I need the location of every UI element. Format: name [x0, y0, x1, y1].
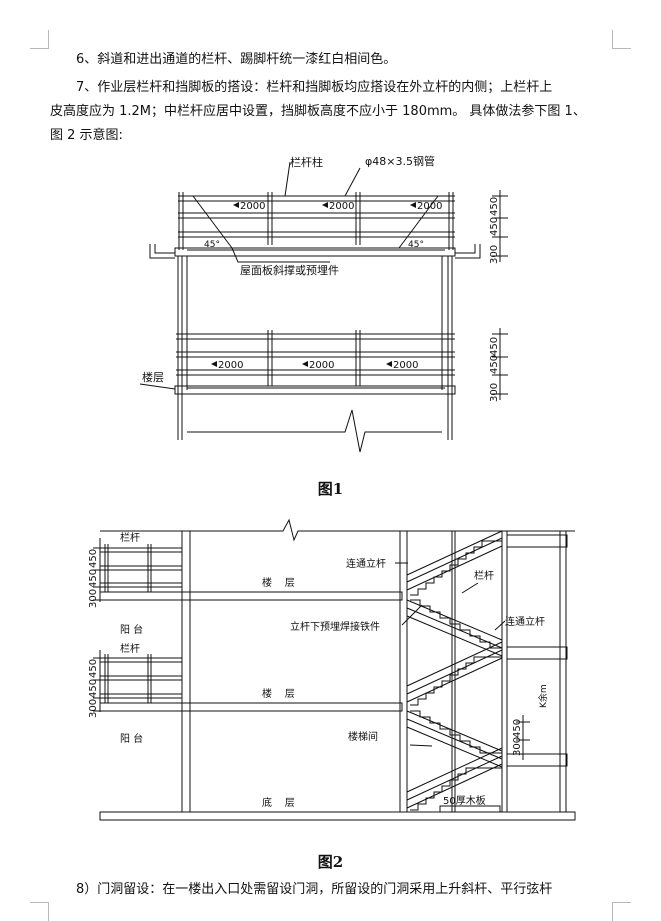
fig1-span-label: 2000: [329, 201, 354, 212]
fig2-balcony-label: 阳 台: [120, 623, 143, 636]
fig2-embed-label: 立杆下预埋焊接铁件: [290, 620, 380, 633]
fig2-board-label: 50厚木板: [443, 794, 486, 807]
figure-2-caption: 图2: [317, 853, 344, 871]
fig2-railing-label: 栏杆: [120, 531, 140, 544]
paragraph-7: 7、作业层栏杆和挡脚板的搭设：栏杆和挡脚板均应搭设在外立杆的内侧；上栏杆上 皮高…: [50, 76, 610, 148]
page-corner-mark: [30, 30, 49, 49]
fig2-stair-label: 楼梯间: [348, 730, 378, 743]
figure-1-caption: 图1: [317, 480, 344, 498]
fig1-dim-450: 450: [489, 217, 500, 236]
fig2-floor-label: 楼 层: [262, 576, 295, 589]
page-corner-mark: [612, 902, 631, 921]
fig1-dim-300: 300: [489, 245, 500, 264]
fig2-dim-300: 300: [88, 699, 99, 718]
fig1-dim-450: 450: [489, 355, 500, 374]
fig2-dim-450: 450: [88, 549, 99, 568]
fig1-angle-label: 45°: [204, 240, 220, 250]
fig2-dim-450: 450: [88, 659, 99, 678]
fig1-pipe-label: φ48×3.5钢管: [365, 154, 435, 168]
fig2-dim-300: 300: [88, 589, 99, 608]
fig1-dim-450: 450: [489, 197, 500, 216]
paragraph-6: 6、斜道和进出通道的栏杆、踢脚杆统一漆红白相间色。: [76, 52, 397, 67]
fig2-ground-label: 底 层: [262, 796, 295, 809]
fig1-dim-300: 300: [489, 383, 500, 402]
paragraph-8: 8）门洞留设：在一楼出入口处需留设门洞，所留设的门洞采用上升斜杆、平行弦杆: [76, 882, 553, 897]
fig2-post-label: 连通立杆: [505, 615, 545, 628]
fig2-railing-label: 栏杆: [474, 569, 494, 582]
fig1-span-label: 2000: [240, 201, 265, 212]
fig1-floor-label: 楼层: [142, 370, 164, 384]
fig2-dim-450: 450: [88, 569, 99, 588]
fig2-dim-300: 300: [512, 737, 523, 756]
fig2-railing-label: 栏杆: [120, 642, 140, 655]
paragraph-7-line-3: 图 2 示意图:: [50, 128, 123, 143]
fig2-rest-label: K余m: [537, 684, 549, 708]
fig1-span-label: 2000: [309, 360, 334, 371]
fig2-post-label: 连通立杆: [346, 557, 386, 570]
paragraph-7-line-1: 7、作业层栏杆和挡脚板的搭设：栏杆和挡脚板均应搭设在外立杆的内侧；上栏杆上: [76, 80, 553, 95]
page-corner-mark: [612, 30, 631, 49]
fig1-span-label: 2000: [417, 201, 442, 212]
fig2-floor-label: 楼 层: [262, 687, 295, 700]
fig1-dim-450: 450: [489, 337, 500, 356]
fig2-balcony-label: 阳 台: [120, 732, 143, 745]
fig1-span-label: 2000: [218, 360, 243, 371]
fig1-post-label: 栏杆柱: [290, 155, 323, 169]
fig1-span-label: 2000: [393, 360, 418, 371]
fig1-angle-label: 45°: [408, 240, 424, 250]
fig2-dim-450: 450: [88, 679, 99, 698]
fig2-dim-450: 450: [512, 719, 523, 738]
fig1-brace-label: 屋面板斜撑或预埋件: [240, 263, 339, 277]
page-corner-mark: [30, 902, 49, 921]
paragraph-7-line-2: 皮高度应为 1.2M；中栏杆应居中设置，挡脚板高度不应小于 180mm。 具体做…: [50, 104, 586, 119]
